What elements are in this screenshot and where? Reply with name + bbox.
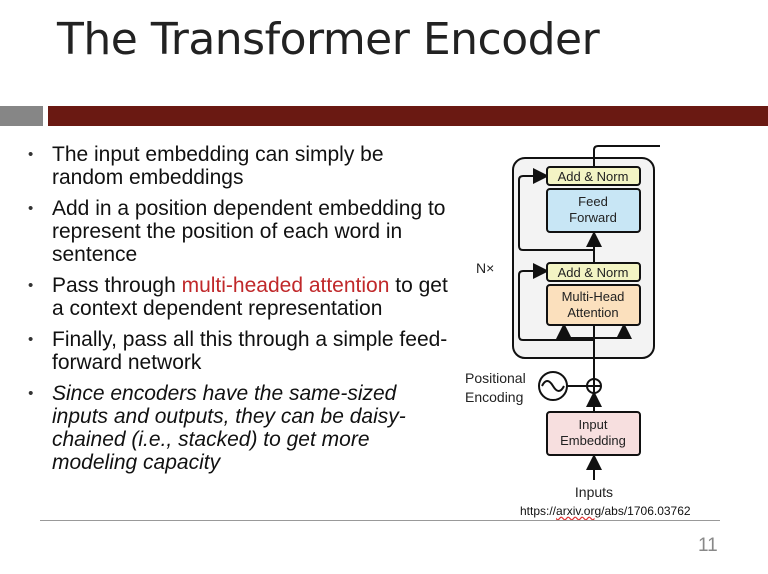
positional-encoding-label: Positional xyxy=(465,370,526,386)
source-link[interactable]: https://arxiv.org/abs/1706.03762 xyxy=(520,504,691,518)
multi-head-attention-box xyxy=(546,284,641,326)
feed-forward-label: Feed xyxy=(578,194,608,209)
nx-label: N× xyxy=(476,260,494,276)
bullet-item: Add in a position dependent embedding to… xyxy=(28,197,448,266)
multi-head-label: Multi-Head xyxy=(562,289,625,304)
bullet-item: Pass through multi-headed attention to g… xyxy=(28,274,448,320)
add-norm-top-label: Add & Norm xyxy=(558,169,629,184)
header-bar xyxy=(48,106,768,126)
input-embedding-label: Embedding xyxy=(560,433,626,448)
add-norm-bottom-box xyxy=(546,262,641,282)
bullet-list: The input embedding can simply be random… xyxy=(28,143,448,482)
feed-forward-label: Forward xyxy=(569,210,617,225)
multi-head-label: Attention xyxy=(567,305,618,320)
add-norm-top-box xyxy=(546,166,641,186)
bullet-item: The input embedding can simply be random… xyxy=(28,143,448,189)
bullet-item: Since encoders have the same-sized input… xyxy=(28,382,448,474)
url-part: /abs/1706.03762 xyxy=(601,504,691,518)
positional-encoding-label: Encoding xyxy=(465,389,523,405)
feed-forward-box xyxy=(546,188,641,233)
footer-divider xyxy=(40,520,720,521)
header-bar-accent xyxy=(0,106,43,126)
url-part: arxiv.org xyxy=(556,504,602,518)
slide-title: The Transformer Encoder xyxy=(57,14,600,65)
url-part: https:// xyxy=(520,504,557,518)
input-embedding-box xyxy=(546,411,641,456)
add-norm-bottom-label: Add & Norm xyxy=(558,265,629,280)
page-number: 11 xyxy=(698,535,718,556)
bullet-text: Pass through xyxy=(52,274,182,297)
highlight-text: multi-headed attention xyxy=(181,274,390,297)
input-embedding-label: Input xyxy=(579,417,608,432)
inputs-label: Inputs xyxy=(575,484,613,500)
bullet-item: Finally, pass all this through a simple … xyxy=(28,328,448,374)
bullet-text: to get a context dependent representatio… xyxy=(52,274,448,320)
